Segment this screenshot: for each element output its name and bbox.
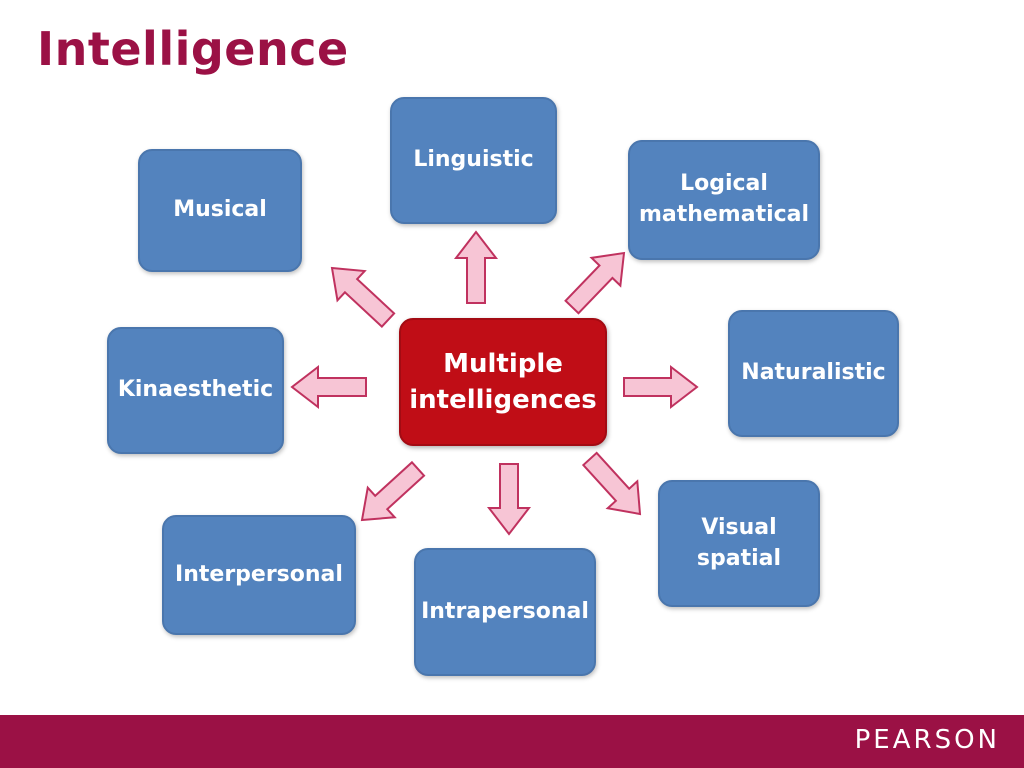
center-node: Multiple intelligences <box>399 318 607 446</box>
arrow-to-interpersonal <box>360 460 426 522</box>
arrow-to-logical-mathematical <box>564 251 626 315</box>
node-linguistic: Linguistic <box>390 97 557 224</box>
node-naturalistic: Naturalistic <box>728 310 899 437</box>
pearson-logo: PEARSON <box>854 725 1000 755</box>
node-intrapersonal: Intrapersonal <box>414 548 596 676</box>
node-visual-spatial: Visual spatial <box>658 480 820 607</box>
arrow-to-musical <box>330 266 396 329</box>
arrow-to-visual-spatial <box>581 451 642 516</box>
arrow-to-naturalistic <box>623 364 699 410</box>
footer-bar: PEARSON <box>0 715 1024 768</box>
arrow-to-intrapersonal <box>486 463 532 536</box>
arrow-to-kinaesthetic <box>290 364 367 410</box>
arrow-to-linguistic <box>453 230 499 304</box>
node-logical-mathematical: Logical mathematical <box>628 140 820 260</box>
node-kinaesthetic: Kinaesthetic <box>107 327 284 454</box>
node-interpersonal: Interpersonal <box>162 515 356 635</box>
slide-title: Intelligence <box>37 22 349 76</box>
node-musical: Musical <box>138 149 302 272</box>
